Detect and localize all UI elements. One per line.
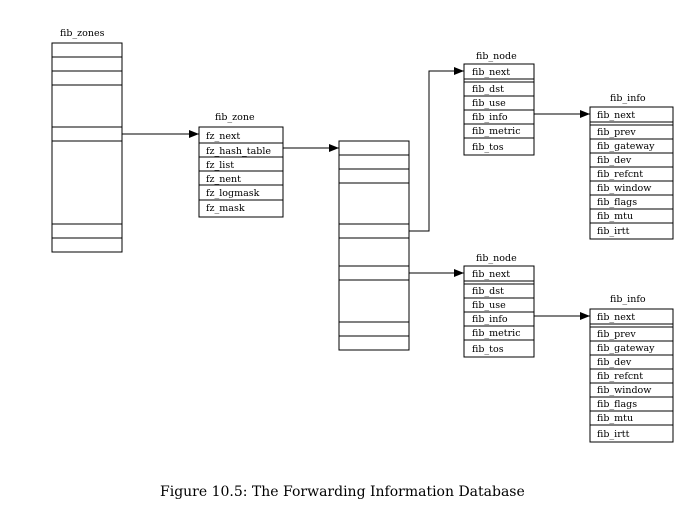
fib-info-field: fib_next	[597, 312, 635, 323]
fib-info-field: fib_prev	[597, 329, 636, 340]
fz-field: fz_hash_table	[206, 146, 271, 157]
fib-info-field: fib_irtt	[597, 226, 630, 237]
fib-node-field: fib_dst	[472, 84, 504, 95]
hash-table	[338, 140, 410, 351]
fib-node-field: fib_use	[472, 300, 506, 311]
fib-node-field: fib_metric	[472, 328, 521, 339]
fib-info-field: fib_window	[597, 183, 651, 194]
fib-node-label: fib_node	[476, 51, 517, 62]
fib-zones-table: fib_zones	[51, 28, 123, 253]
fib-info-field: fib_irtt	[597, 429, 630, 440]
fib-info-label: fib_info	[610, 294, 646, 305]
fib-zones-label: fib_zones	[60, 28, 105, 39]
fib-zone-struct: fib_zone fz_next fz_hash_table fz_list f…	[198, 112, 284, 218]
fib-node-field: fib_info	[472, 112, 508, 123]
fib-node-field: fib_use	[472, 98, 506, 109]
fib-node-field: fib_tos	[472, 344, 504, 355]
fib-node-field: fib_info	[472, 314, 508, 325]
fib-info-field: fib_flags	[597, 399, 637, 410]
fib-info-struct-1: fib_info fib_next fib_prev fib_gateway f…	[589, 93, 674, 240]
fib-node-field: fib_next	[472, 67, 510, 78]
fib-info-field: fib_dev	[597, 155, 632, 166]
fib-info-label: fib_info	[610, 93, 646, 104]
fib-info-field: fib_mtu	[597, 211, 633, 222]
fz-field: fz_logmask	[206, 188, 260, 199]
fib-node-field: fib_tos	[472, 142, 504, 153]
arrow-hash-to-node1	[409, 67, 464, 232]
fib-node-field: fib_next	[472, 269, 510, 280]
fib-info-field: fib_refcnt	[597, 371, 643, 382]
fz-field: fz_mask	[206, 203, 245, 214]
fz-field: fz_nent	[206, 174, 241, 185]
fib-node-field: fib_metric	[472, 126, 521, 137]
fz-field: fz_next	[206, 131, 240, 142]
fib-info-field: fib_gateway	[597, 343, 655, 354]
fib-zone-label: fib_zone	[215, 112, 255, 123]
fib-node-field: fib_dst	[472, 286, 504, 297]
fib-info-field: fib_mtu	[597, 413, 633, 424]
figure-caption: Figure 10.5: The Forwarding Information …	[160, 484, 525, 500]
fib-node-struct-1: fib_node fib_next fib_dst fib_use fib_in…	[463, 51, 535, 156]
fib-info-field: fib_prev	[597, 127, 636, 138]
fz-field: fz_list	[206, 160, 234, 171]
fib-info-field: fib_dev	[597, 357, 632, 368]
fib-info-field: fib_next	[597, 110, 635, 121]
fib-info-struct-2: fib_info fib_next fib_prev fib_gateway f…	[589, 294, 674, 443]
fib-node-label: fib_node	[476, 253, 517, 264]
fib-info-field: fib_gateway	[597, 141, 655, 152]
fib-node-struct-2: fib_node fib_next fib_dst fib_use fib_in…	[463, 253, 535, 358]
fib-info-field: fib_window	[597, 385, 651, 396]
fib-info-field: fib_flags	[597, 197, 637, 208]
fib-info-field: fib_refcnt	[597, 169, 643, 180]
